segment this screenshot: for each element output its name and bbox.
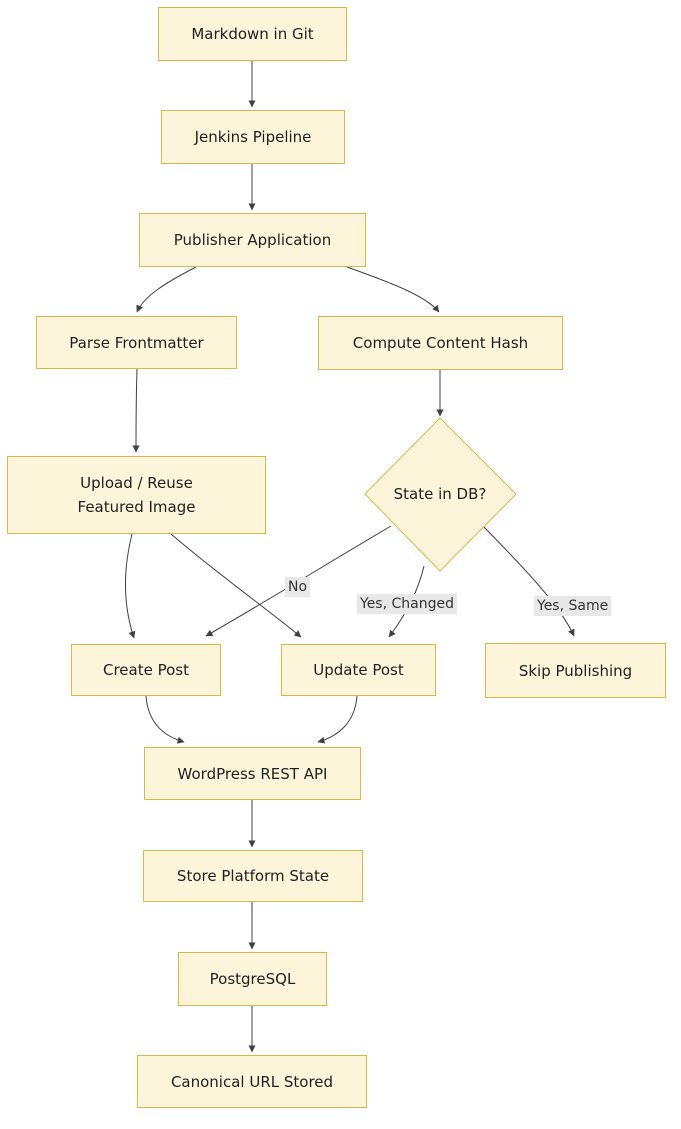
node-compute-content-hash: Compute Content Hash bbox=[318, 316, 563, 370]
decision-state-in-db-shape bbox=[364, 417, 517, 572]
edge-parse-to-upload bbox=[132, 368, 140, 453]
edge-label-yes-same: Yes, Same bbox=[534, 596, 612, 616]
node-jenkins-pipeline: Jenkins Pipeline bbox=[161, 110, 345, 164]
node-store-platform-state-label: Store Platform State bbox=[176, 867, 330, 885]
edge-label-yes-changed: Yes, Changed bbox=[357, 594, 457, 614]
node-canonical-url-stored-label: Canonical URL Stored bbox=[170, 1072, 334, 1091]
node-update-post-label: Update Post bbox=[313, 661, 404, 679]
node-wordpress-rest-api-label: WordPress REST API bbox=[177, 764, 328, 783]
node-parse-frontmatter: Parse Frontmatter bbox=[36, 316, 237, 369]
node-create-post-label: Create Post bbox=[103, 661, 189, 679]
node-jenkins-pipeline-label: Jenkins Pipeline bbox=[194, 128, 312, 146]
node-store-platform-state: Store Platform State bbox=[143, 850, 363, 902]
edge-publisher-to-hash bbox=[346, 266, 440, 313]
node-upload-reuse-line2: Featured Image bbox=[77, 498, 196, 516]
edge-diamond-yessame-to-skip bbox=[483, 526, 575, 637]
node-wordpress-rest-api: WordPress REST API bbox=[144, 747, 361, 800]
node-skip-publishing: Skip Publishing bbox=[485, 643, 666, 698]
node-upload-reuse-line1: Upload / Reuse bbox=[80, 474, 193, 492]
node-skip-publishing-label: Skip Publishing bbox=[518, 661, 633, 680]
node-postgresql-label: PostgreSQL bbox=[209, 970, 296, 988]
edge-update-to-wp bbox=[317, 695, 358, 744]
edge-upload-to-create bbox=[124, 533, 136, 639]
node-publisher-application-label: Publisher Application bbox=[173, 231, 332, 249]
edge-create-to-wp bbox=[145, 695, 185, 744]
node-create-post: Create Post bbox=[71, 644, 221, 696]
node-markdown-in-git-label: Markdown in Git bbox=[191, 25, 314, 43]
node-markdown-in-git: Markdown in Git bbox=[158, 7, 347, 61]
node-parse-frontmatter-label: Parse Frontmatter bbox=[69, 333, 204, 352]
node-update-post: Update Post bbox=[281, 644, 436, 696]
edge-publisher-to-parse bbox=[136, 266, 197, 313]
node-postgresql: PostgreSQL bbox=[178, 952, 327, 1006]
node-compute-content-hash-label: Compute Content Hash bbox=[352, 334, 529, 352]
node-publisher-application: Publisher Application bbox=[139, 213, 366, 267]
decision-state-in-db-label: State in DB? bbox=[393, 485, 487, 503]
node-canonical-url-stored: Canonical URL Stored bbox=[137, 1055, 367, 1108]
edge-upload-to-update bbox=[170, 533, 302, 638]
node-upload-reuse-featured-image: Upload / Reuse Featured Image bbox=[7, 456, 266, 534]
edge-label-no: No bbox=[285, 577, 311, 597]
